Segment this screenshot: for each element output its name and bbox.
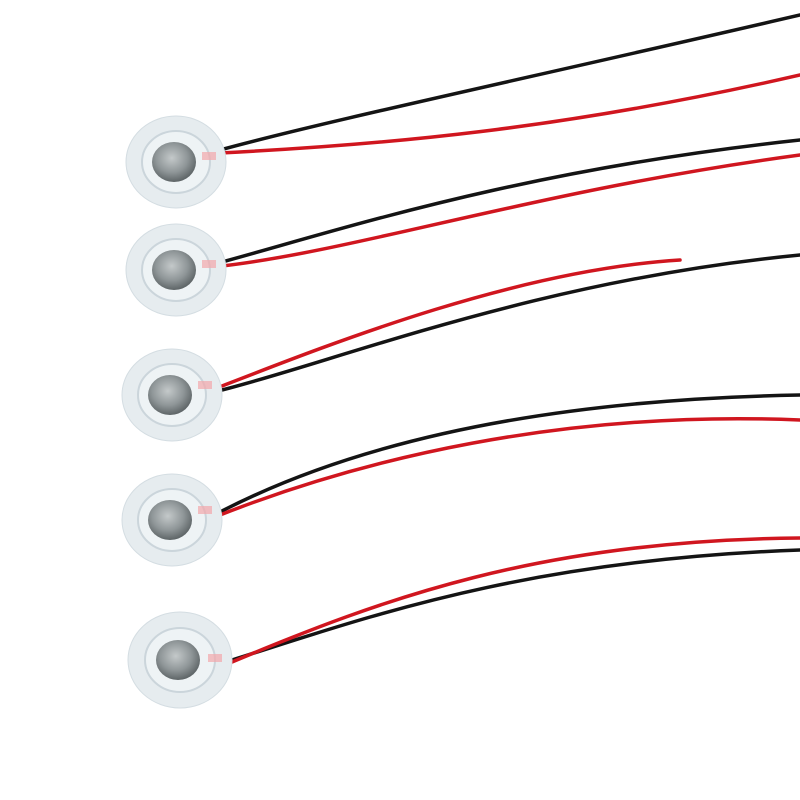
- disc-5: [127, 611, 233, 709]
- disc-2: [125, 223, 227, 317]
- disc-4: [121, 473, 223, 567]
- disc-3: [121, 348, 223, 442]
- disc-1: [125, 115, 227, 209]
- wires: [218, 13, 800, 664]
